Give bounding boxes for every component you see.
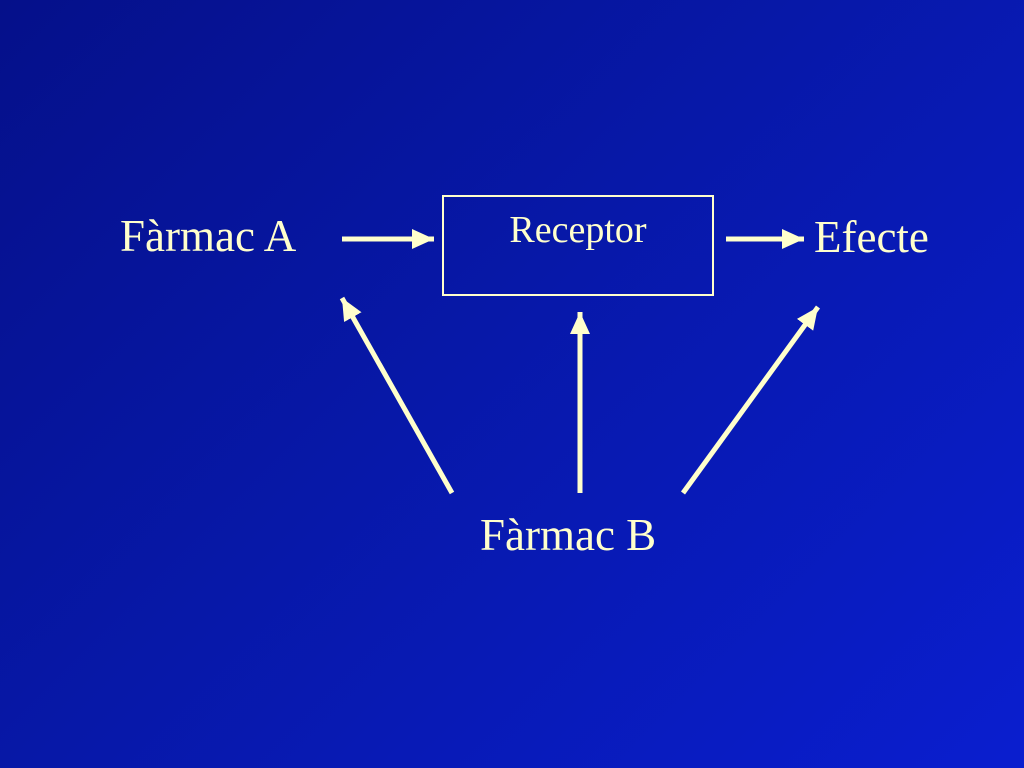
receptor-label: Receptor bbox=[509, 209, 647, 251]
drug-a-label: Fàrmac A bbox=[120, 211, 297, 261]
drug-b-label: Fàrmac B bbox=[480, 510, 657, 560]
effect-label: Efecte bbox=[814, 212, 929, 262]
arrow-drug-b-to-drug-a bbox=[339, 296, 455, 495]
arrow-drug-b-to-effect bbox=[680, 305, 821, 495]
receptor-box: Receptor bbox=[442, 195, 714, 296]
